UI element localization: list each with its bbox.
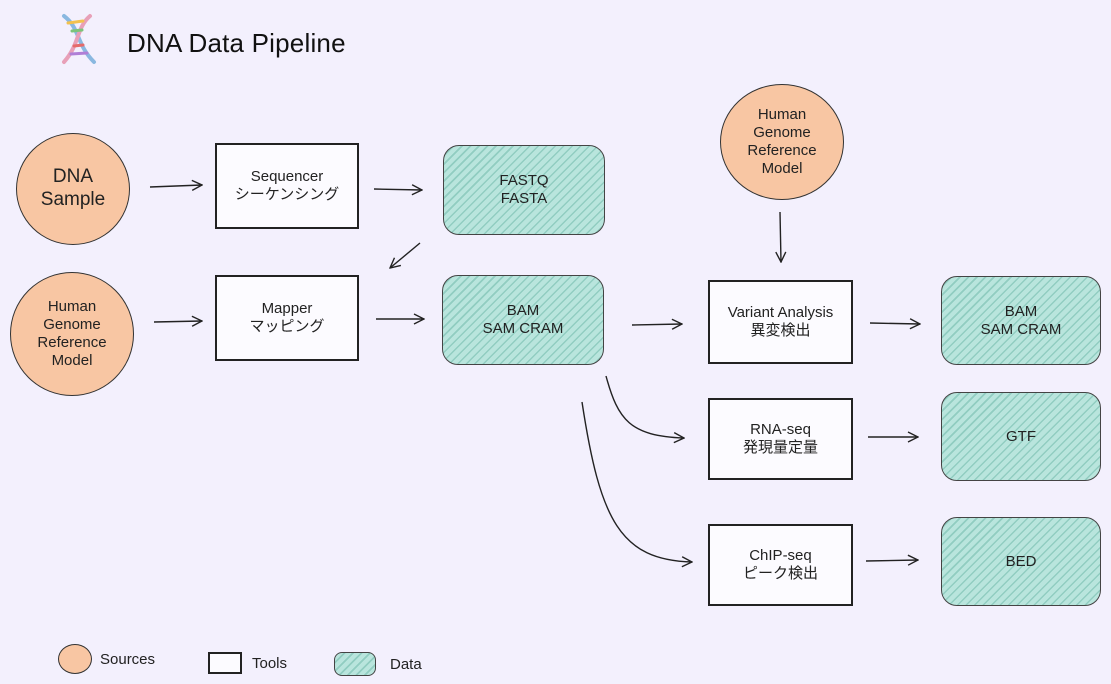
data-gtf: GTF <box>941 392 1101 481</box>
arrow-chipseq-to-bed <box>865 560 918 561</box>
tool-mapper-label: Mapper マッピング <box>249 300 325 335</box>
tool-mapper: Mapper マッピング <box>215 275 359 361</box>
source-dna-sample-label: DNA Sample <box>40 166 106 210</box>
data-bed-label: BED <box>1005 552 1037 570</box>
data-gtf-label: GTF <box>1006 427 1036 445</box>
tool-rnaseq-label: RNA-seq 発現量定量 <box>742 421 818 456</box>
arrow-bam-to-rnaseq <box>605 375 684 438</box>
tool-chipseq: ChIP-seq ピーク検出 <box>708 524 853 606</box>
legend-tools: Tools <box>208 652 287 674</box>
legend-tools-label: Tools <box>252 654 288 672</box>
tool-variant-analysis: Variant Analysis 異変検出 <box>708 280 853 364</box>
arrow-bam-to-variant <box>631 324 682 325</box>
data-bam-mid-label: BAM SAM CRAM <box>482 302 564 337</box>
source-human-reference-left-label: Human Genome Reference Model <box>37 298 107 369</box>
tool-variant-analysis-label: Variant Analysis 異変検出 <box>727 304 834 339</box>
legend-sources-label: Sources <box>100 650 156 668</box>
legend-sources: Sources <box>58 644 155 674</box>
arrow-fastq-to-mapper <box>390 242 421 268</box>
data-bam-out: BAM SAM CRAM <box>941 276 1101 365</box>
source-human-reference-top: Human Genome Reference Model <box>720 84 844 200</box>
legend-tools-swatch <box>208 652 242 674</box>
data-bed: BED <box>941 517 1101 606</box>
data-bam-mid: BAM SAM CRAM <box>442 275 604 365</box>
legend-sources-swatch <box>58 644 92 674</box>
source-human-reference-top-label: Human Genome Reference Model <box>747 106 817 177</box>
arrow-sequencer-to-fastq <box>373 189 422 190</box>
tool-chipseq-label: ChIP-seq ピーク検出 <box>742 547 818 582</box>
arrow-bam-to-chipseq <box>581 401 692 562</box>
source-human-reference-left: Human Genome Reference Model <box>10 272 134 396</box>
tool-sequencer-label: Sequencer シーケンシング <box>234 168 340 203</box>
arrow-variant-to-bam <box>869 323 920 324</box>
page-title: DNA Data Pipeline <box>127 28 346 58</box>
data-bam-out-label: BAM SAM CRAM <box>980 302 1062 338</box>
arrow-dna-to-sequencer <box>149 185 202 187</box>
data-fastq: FASTQ FASTA <box>443 145 605 235</box>
source-dna-sample: DNA Sample <box>16 133 130 245</box>
legend-data-label: Data <box>390 655 422 673</box>
arrow-reference-to-mapper <box>153 321 202 322</box>
dna-helix-icon <box>62 14 96 64</box>
tool-rnaseq: RNA-seq 発現量定量 <box>708 398 853 480</box>
data-fastq-label: FASTQ FASTA <box>499 172 549 207</box>
legend-data: Data <box>334 652 422 676</box>
legend-data-swatch <box>334 652 376 676</box>
arrow-reference-to-variant <box>780 211 781 262</box>
tool-sequencer: Sequencer シーケンシング <box>215 143 359 229</box>
